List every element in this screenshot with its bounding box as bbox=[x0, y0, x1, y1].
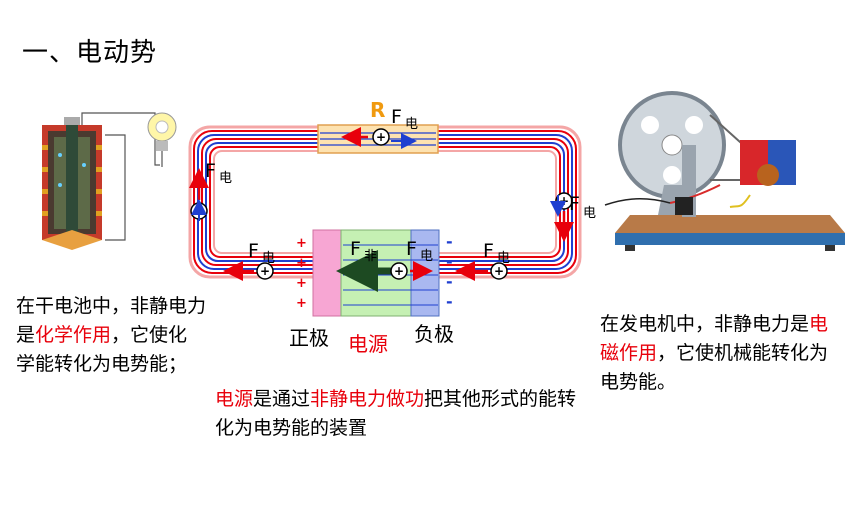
force-label: F bbox=[406, 238, 417, 260]
svg-text:电: 电 bbox=[583, 206, 596, 221]
minus-sign: - bbox=[446, 292, 453, 311]
svg-text:电: 电 bbox=[405, 117, 418, 132]
page-title: 一、电动势 bbox=[22, 38, 158, 68]
generator-text-1: 在发电机中，非静电力是 bbox=[600, 313, 810, 335]
plus-sign: + bbox=[296, 276, 307, 291]
svg-text:+: + bbox=[394, 264, 404, 278]
power-source-label: 电源 bbox=[348, 332, 388, 356]
svg-text:+: + bbox=[494, 264, 504, 278]
definition-text-1: 是通过 bbox=[253, 388, 311, 410]
plus-sign: + bbox=[296, 256, 307, 271]
svg-text:+: + bbox=[559, 194, 569, 208]
circuit-diagram: + + + + - - - - ++ ++ ++ R F 电 F bbox=[188, 98, 596, 317]
dry-cell-illustration bbox=[42, 112, 177, 250]
definition-text-2: 把其他形式的能转化为电势能的装置 bbox=[215, 388, 577, 439]
power-source-definition: 电源是通过非静电力做功把其他形式的能转化为电势能的装置 bbox=[215, 385, 595, 443]
plus-sign: + bbox=[296, 296, 307, 311]
generator-text-2: ，它使机械能转化为电势能。 bbox=[600, 342, 829, 393]
minus-sign: - bbox=[446, 252, 453, 271]
nonelectric-force-label: F bbox=[350, 238, 361, 260]
dry-cell-text-1: 在干电池中，非静电力是 bbox=[16, 295, 207, 346]
force-label: F bbox=[391, 106, 402, 128]
svg-text:+: + bbox=[260, 264, 270, 278]
svg-text:电: 电 bbox=[420, 249, 433, 264]
force-label: F bbox=[248, 240, 259, 262]
dry-cell-text-2: ，它使化学能转化为电势能； bbox=[16, 324, 188, 375]
force-label: F bbox=[483, 240, 494, 262]
generator-description: 在发电机中，非静电力是电磁作用，它使机械能转化为电势能。 bbox=[600, 310, 845, 397]
force-label: F bbox=[205, 160, 216, 182]
definition-highlight-2: 非静电力做功 bbox=[310, 388, 425, 410]
plus-sign: + bbox=[296, 236, 307, 251]
generator-highlight: 电磁作用 bbox=[600, 313, 829, 364]
svg-text:电: 电 bbox=[497, 251, 510, 266]
dry-cell-highlight: 化学作用 bbox=[35, 324, 112, 346]
minus-sign: - bbox=[446, 272, 453, 291]
resistor-label: R bbox=[370, 98, 385, 122]
positive-plate bbox=[312, 229, 342, 317]
svg-text:电: 电 bbox=[219, 171, 232, 186]
positive-pole-label: 正极 bbox=[289, 326, 329, 350]
svg-text:电: 电 bbox=[262, 251, 275, 266]
minus-sign: - bbox=[446, 232, 453, 251]
definition-highlight-1: 电源 bbox=[215, 388, 254, 410]
generator-illustration bbox=[604, 91, 845, 251]
negative-pole-label: 负极 bbox=[414, 322, 454, 346]
svg-text:+: + bbox=[376, 130, 386, 144]
svg-text:非: 非 bbox=[364, 249, 377, 264]
dry-cell-description: 在干电池中，非静电力是化学作用，它使化学能转化为电势能； bbox=[16, 292, 206, 379]
force-label: F bbox=[569, 193, 580, 215]
